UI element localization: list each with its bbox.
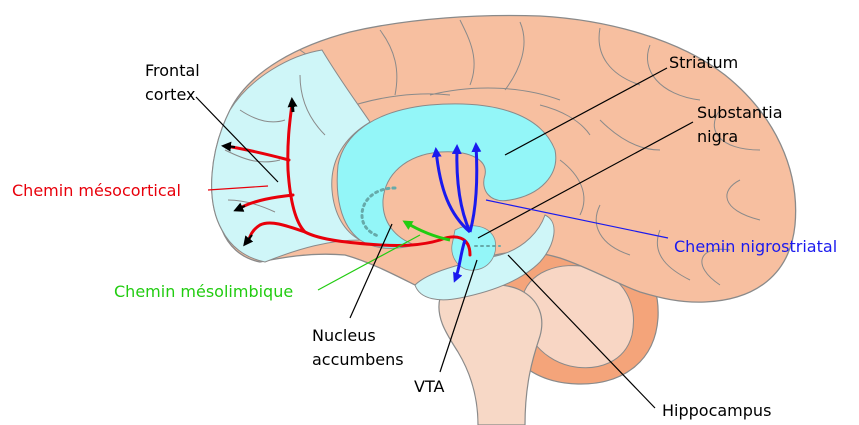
label-nucleus-accumbens-line2: accumbens xyxy=(312,350,404,369)
mesocortical-arrow-top xyxy=(292,100,293,112)
label-chemin-mesocortical: Chemin mésocortical xyxy=(12,181,181,200)
label-nucleus-accumbens-line1: Nucleus xyxy=(312,326,376,345)
label-substantia-nigra-line1: Substantia xyxy=(697,103,783,122)
mesocortical-arrow-1 xyxy=(224,146,235,147)
label-striatum: Striatum xyxy=(669,53,738,72)
label-frontal-cortex-line2: cortex xyxy=(145,85,195,104)
label-vta: VTA xyxy=(414,377,444,396)
label-chemin-nigrostriatal: Chemin nigrostriatal xyxy=(674,237,837,256)
label-substantia-nigra-line2: nigra xyxy=(697,127,738,146)
label-chemin-mesolimbique: Chemin mésolimbique xyxy=(114,282,293,301)
brainstem xyxy=(439,285,542,425)
label-frontal-cortex-line1: Frontal xyxy=(145,61,200,80)
label-hippocampus: Hippocampus xyxy=(662,401,771,420)
